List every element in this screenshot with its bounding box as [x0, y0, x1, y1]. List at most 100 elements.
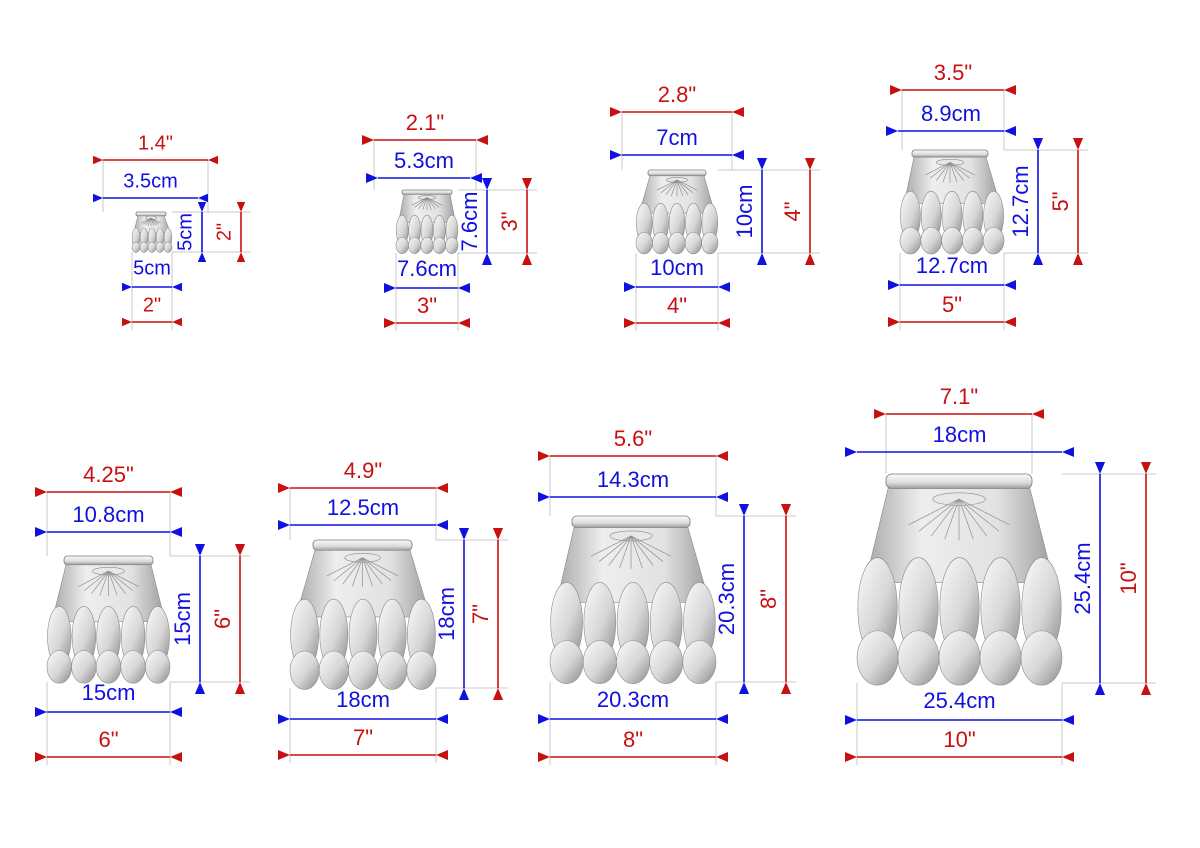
height-in-label: 3" — [497, 211, 522, 231]
top-width-in-label: 2.1" — [406, 110, 444, 135]
height-in-dimension — [236, 202, 246, 262]
top-width-in-label: 2.8" — [658, 82, 696, 107]
top-width-in-label: 3.5" — [934, 60, 972, 85]
base-width-in-label: 6" — [98, 727, 118, 752]
foot-illustration — [635, 169, 719, 255]
height-in-label: 10" — [1116, 562, 1141, 594]
top-width-cm-dimension — [366, 172, 482, 184]
base-width-in-label: 5" — [942, 292, 962, 317]
foot-illustration — [549, 515, 717, 684]
height-in-label: 7" — [468, 604, 493, 624]
foot-size-7: 5.6" 14.3cm 20.3cm 8" 20.3cm 8" — [538, 424, 796, 765]
base-width-cm-label: 12.7cm — [916, 253, 988, 278]
foot-illustration — [131, 211, 173, 253]
height-cm-label: 20.3cm — [714, 563, 739, 635]
height-cm-dimension — [458, 528, 470, 700]
top-width-cm-dimension — [278, 519, 448, 531]
base-width-in-dimension — [122, 317, 182, 327]
base-width-cm-dimension — [278, 713, 448, 725]
top-width-cm-label: 10.8cm — [72, 502, 144, 527]
height-cm-label: 5cm — [174, 213, 196, 251]
height-cm-label: 18cm — [434, 587, 459, 641]
base-width-cm-dimension — [384, 282, 470, 294]
base-width-in-dimension — [538, 751, 728, 763]
height-in-dimension — [780, 504, 792, 694]
base-width-in-dimension — [888, 316, 1016, 328]
foot-illustration — [46, 555, 171, 684]
base-width-in-label: 2" — [143, 294, 161, 316]
base-width-cm-label: 5cm — [133, 257, 171, 279]
base-width-in-dimension — [35, 751, 182, 763]
base-width-in-dimension — [278, 749, 448, 761]
top-width-cm-label: 14.3cm — [597, 467, 669, 492]
height-cm-label: 10cm — [732, 185, 757, 239]
base-width-cm-dimension — [845, 714, 1074, 726]
top-width-in-label: 5.6" — [614, 426, 652, 451]
base-width-in-dimension — [845, 751, 1074, 763]
top-width-in-label: 4.25" — [83, 462, 134, 487]
foot-size-8: 7.1" 18cm 25.4cm 10" 25.4cm 10" — [845, 382, 1156, 765]
height-in-dimension — [521, 178, 533, 265]
height-in-dimension — [234, 544, 246, 694]
base-width-in-dimension — [624, 317, 730, 329]
foot-illustration — [395, 189, 459, 254]
height-cm-dimension — [738, 504, 750, 694]
height-in-dimension — [1072, 138, 1084, 265]
top-width-cm-dimension — [35, 526, 182, 538]
top-width-in-label: 4.9" — [344, 458, 382, 483]
top-width-cm-dimension — [845, 446, 1074, 458]
top-width-cm-label: 18cm — [933, 422, 987, 447]
height-cm-dimension — [481, 178, 493, 265]
base-width-in-dimension — [384, 317, 470, 329]
base-width-cm-dimension — [122, 282, 182, 292]
height-in-label: 2" — [213, 223, 235, 241]
height-cm-dimension — [756, 158, 768, 265]
top-width-cm-label: 7cm — [656, 125, 698, 150]
top-width-cm-label: 5.3cm — [394, 148, 454, 173]
top-width-cm-label: 8.9cm — [921, 101, 981, 126]
base-width-in-label: 7" — [353, 725, 373, 750]
foot-illustration — [899, 149, 1005, 255]
height-in-label: 8" — [756, 589, 781, 609]
base-width-cm-label: 20.3cm — [597, 687, 669, 712]
height-cm-dimension — [197, 202, 207, 262]
base-width-in-label: 8" — [623, 727, 643, 752]
foot-size-1: 1.4" 3.5cm 5cm 2" 5cm 2" — [93, 131, 251, 330]
base-width-cm-label: 18cm — [336, 687, 390, 712]
top-width-cm-label: 12.5cm — [327, 495, 399, 520]
top-width-in-label: 7.1" — [940, 384, 978, 409]
foot-size-6: 4.9" 12.5cm 18cm 7" 18cm 7" — [278, 456, 508, 763]
top-width-in-dimension — [538, 450, 728, 462]
base-width-in-label: 3" — [417, 293, 437, 318]
height-cm-label: 25.4cm — [1070, 542, 1095, 614]
base-width-cm-label: 15cm — [82, 680, 136, 705]
height-cm-label: 12.7cm — [1008, 165, 1033, 237]
base-width-in-label: 4" — [667, 293, 687, 318]
base-width-cm-label: 25.4cm — [923, 688, 995, 713]
base-width-cm-dimension — [538, 713, 728, 725]
base-width-cm-label: 10cm — [650, 255, 704, 280]
foot-illustration — [856, 473, 1063, 686]
height-cm-dimension — [1094, 462, 1106, 695]
base-width-in-label: 10" — [943, 727, 975, 752]
height-in-label: 5" — [1048, 191, 1073, 211]
top-width-cm-dimension — [93, 193, 208, 203]
height-in-dimension — [1140, 462, 1152, 695]
top-width-in-dimension — [890, 84, 1016, 96]
top-width-cm-label: 3.5cm — [123, 170, 177, 192]
height-cm-dimension — [194, 544, 206, 694]
height-in-label: 4" — [780, 201, 805, 221]
top-width-in-dimension — [362, 134, 488, 146]
top-width-in-label: 1.4" — [138, 132, 173, 154]
top-width-in-dimension — [874, 408, 1044, 420]
foot-size-3: 2.8" 7cm 10cm 4" 10cm 4" — [610, 80, 820, 331]
height-cm-dimension — [1032, 138, 1044, 265]
top-width-cm-dimension — [610, 149, 744, 161]
base-width-cm-dimension — [624, 281, 730, 293]
height-in-dimension — [804, 158, 816, 265]
base-width-cm-dimension — [888, 279, 1016, 291]
top-width-cm-dimension — [886, 125, 1016, 137]
